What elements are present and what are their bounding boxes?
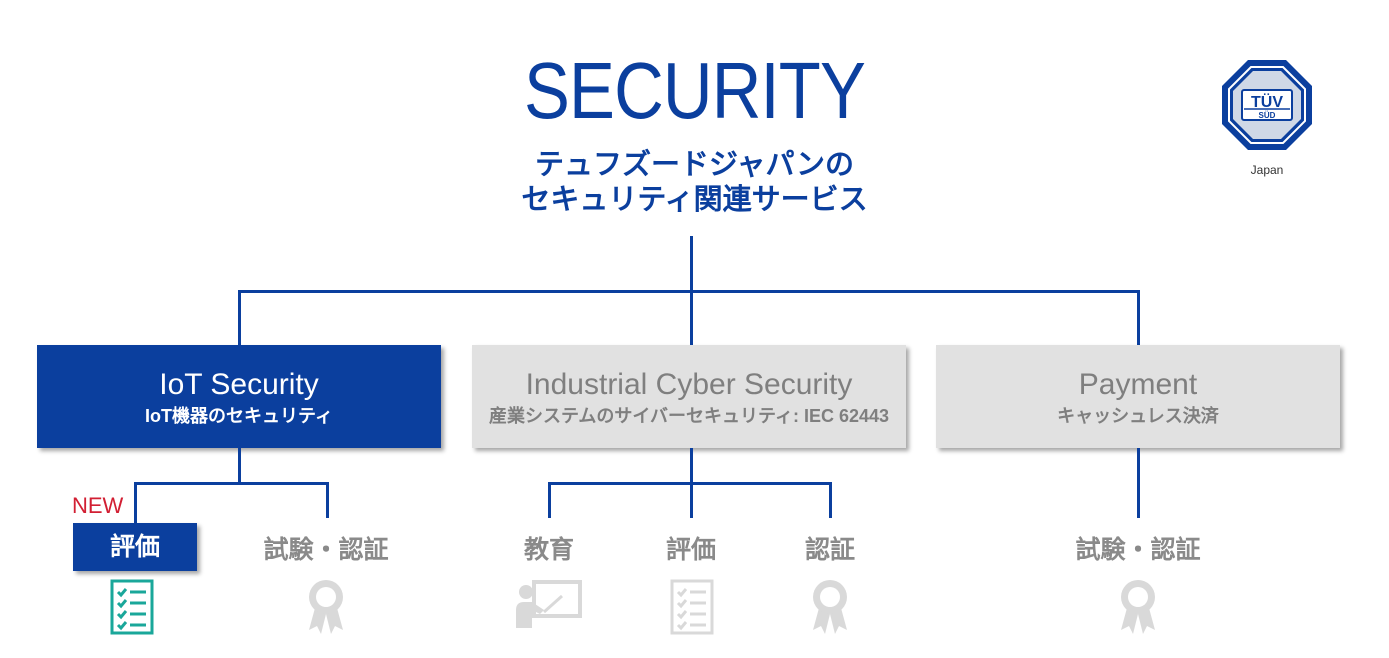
tuv-sud-logo: TÜV SÜD — [1222, 60, 1312, 150]
award-ribbon-icon — [813, 580, 847, 634]
subtitle-line-1: テュフズードジャパンの — [534, 149, 854, 181]
connector-industrial-cert — [829, 482, 832, 518]
category-description: IoT機器のセキュリティ — [145, 406, 333, 426]
connector-iot — [238, 290, 241, 348]
payment-testing-certification[interactable]: 試験・認証 — [1075, 536, 1201, 564]
industrial-evaluation[interactable]: 評価 — [665, 536, 716, 564]
iot-evaluation-button[interactable]: 評価 — [73, 523, 197, 571]
presentation-board-icon — [516, 580, 582, 628]
award-ribbon-icon — [309, 580, 343, 634]
category-payment[interactable]: Payment キャッシュレス決済 — [936, 345, 1340, 448]
iot-testing-certification[interactable]: 試験・認証 — [263, 536, 389, 564]
category-name: Industrial Cyber Security — [525, 368, 853, 401]
page-title: SECURITY — [524, 46, 866, 135]
checklist-icon — [670, 579, 714, 635]
checklist-icon — [110, 579, 154, 635]
category-description: キャッシュレス決済 — [1057, 406, 1219, 426]
new-badge: NEW — [72, 493, 124, 518]
connector-iot-down — [238, 448, 241, 482]
tuv-brand-text: TÜV — [1251, 92, 1283, 111]
tuv-sub-text: SÜD — [1259, 111, 1276, 120]
category-name: IoT Security — [159, 368, 319, 401]
connector-industrial-horizontal — [548, 482, 832, 485]
industrial-education[interactable]: 教育 — [523, 536, 574, 564]
logo-region: Japan — [1250, 163, 1284, 177]
category-description: 産業システムのサイバーセキュリティ: IEC 62443 — [488, 406, 890, 426]
connector-payment — [1137, 290, 1140, 348]
connector-iot-eval — [134, 482, 137, 524]
subtitle-line-2: セキュリティ関連サービス — [521, 184, 868, 216]
connector-horizontal — [238, 290, 1140, 293]
connector-industrial-education — [548, 482, 551, 518]
category-iot-security[interactable]: IoT Security IoT機器のセキュリティ — [37, 345, 441, 448]
award-ribbon-icon — [1121, 580, 1155, 634]
category-name: Payment — [1078, 368, 1198, 401]
connector-payment-down — [1137, 448, 1140, 518]
industrial-certification[interactable]: 認証 — [804, 536, 855, 564]
connector-iot-horizontal — [134, 482, 329, 485]
category-industrial-cyber-security[interactable]: Industrial Cyber Security 産業システムのサイバーセキュ… — [472, 345, 906, 448]
connector-iot-test — [326, 482, 329, 518]
